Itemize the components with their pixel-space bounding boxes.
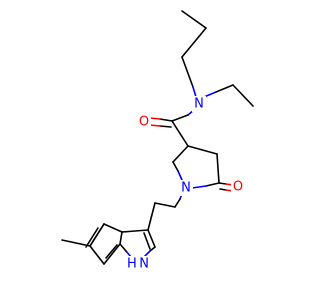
bond bbox=[149, 117, 161, 120]
bond bbox=[105, 244, 118, 259]
bond bbox=[181, 27, 207, 58]
atom-indole-nh-label: H N bbox=[127, 257, 149, 272]
bond bbox=[121, 229, 149, 233]
bond bbox=[192, 86, 197, 98]
bond bbox=[61, 239, 91, 247]
atom-amide-oxygen: O bbox=[137, 114, 151, 130]
bond bbox=[232, 84, 254, 107]
bond bbox=[147, 202, 156, 231]
bond bbox=[171, 120, 189, 147]
bond bbox=[181, 10, 207, 29]
bond bbox=[89, 245, 105, 265]
bond bbox=[187, 145, 218, 155]
structure-drawing: N O N O H N bbox=[61, 10, 254, 272]
atom-ring-nitrogen-label: N bbox=[181, 181, 191, 196]
molecule-diagram: N O N O H N bbox=[61, 10, 254, 272]
bond bbox=[103, 243, 121, 265]
bond bbox=[143, 232, 151, 250]
atom-ring-nitrogen: N bbox=[179, 180, 193, 196]
bond bbox=[159, 118, 173, 122]
bond bbox=[218, 182, 227, 185]
bond bbox=[149, 246, 156, 252]
atom-lactam-oxygen: O bbox=[231, 179, 245, 195]
atom-amide-nitrogen: N bbox=[192, 96, 206, 112]
atom-amide-oxygen-label: O bbox=[139, 115, 149, 130]
bond bbox=[85, 227, 99, 248]
bond bbox=[191, 185, 207, 189]
atom-lactam-oxygen-label: O bbox=[233, 180, 243, 195]
atom-amide-nitrogen-label: N bbox=[194, 97, 204, 112]
bond bbox=[215, 84, 234, 93]
bond bbox=[177, 170, 183, 181]
bond bbox=[216, 153, 220, 184]
bond bbox=[219, 188, 227, 191]
bond bbox=[174, 198, 181, 208]
bond bbox=[119, 243, 127, 252]
bond bbox=[154, 202, 176, 208]
bond bbox=[181, 56, 194, 88]
bond bbox=[159, 125, 172, 128]
bond bbox=[172, 145, 189, 163]
bond bbox=[172, 161, 179, 172]
bond bbox=[89, 223, 105, 247]
bond bbox=[119, 231, 123, 245]
bond bbox=[171, 114, 189, 122]
bond bbox=[147, 229, 156, 248]
atom-indole-nh: H N bbox=[127, 256, 149, 272]
bond bbox=[103, 223, 123, 233]
bond bbox=[205, 182, 220, 187]
